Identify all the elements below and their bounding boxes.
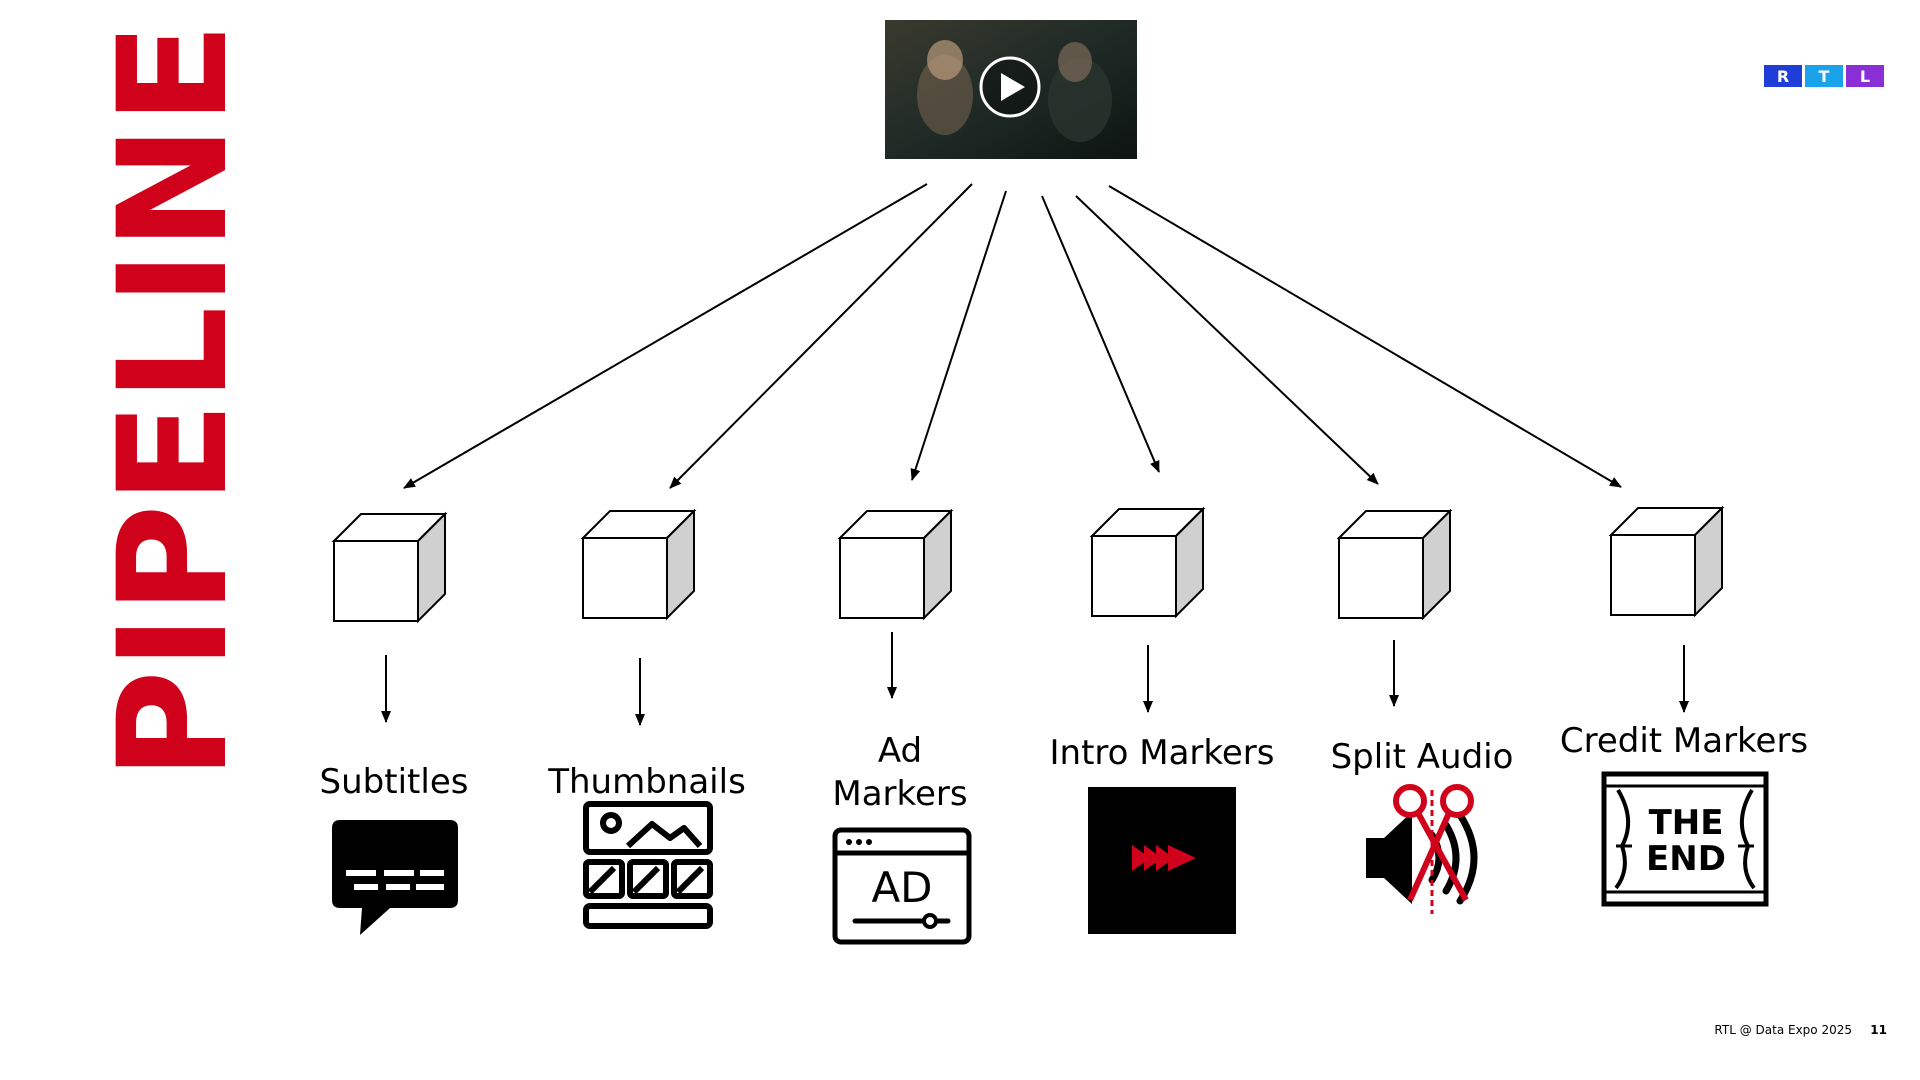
cube-front: [582, 537, 668, 619]
cube-front: [1610, 534, 1696, 616]
rtl-logo: R T L: [1764, 65, 1884, 87]
logo-box-l: [1846, 65, 1884, 87]
cube-5: [1336, 508, 1453, 621]
arrow-to-cube-1: [403, 183, 928, 489]
cube-side: [1422, 508, 1451, 621]
ad-icon-text: AD: [871, 863, 932, 912]
video-face-right: [1058, 42, 1092, 82]
video-thumbnail[interactable]: [885, 20, 1137, 159]
cube-front: [1091, 535, 1177, 617]
logo-box-t: [1805, 65, 1843, 87]
cube-side: [923, 508, 952, 621]
arrow-to-cube-3: [910, 190, 1007, 481]
video-figure-left: [917, 55, 973, 135]
ad-marker-icon: AD: [832, 827, 972, 945]
logo-letter-t: T: [1819, 67, 1830, 86]
logo-letter-l: L: [1860, 67, 1870, 86]
intro-marker-icon: [1088, 787, 1236, 934]
cube-3: [837, 508, 954, 621]
play-icon[interactable]: [979, 56, 1041, 118]
cube-front: [333, 540, 419, 622]
cube-side: [417, 511, 446, 624]
credit-markers-icon: THE END: [1601, 771, 1769, 907]
credit-icon-text-the: THE: [1649, 803, 1724, 843]
split-audio-icon: [1366, 784, 1478, 914]
cube-6: [1608, 505, 1725, 618]
cube-2: [580, 508, 697, 621]
credit-icon-text-end: END: [1646, 839, 1726, 879]
logo-letter-r: R: [1777, 67, 1789, 86]
video-figure-right: [1048, 58, 1112, 142]
cube-front: [839, 537, 925, 619]
output-label-ad-line1: Ad: [878, 731, 922, 771]
page-number: 11: [1870, 1023, 1887, 1037]
video-face-left: [927, 40, 963, 80]
cube-side: [1694, 505, 1723, 618]
output-label-split-audio: Split Audio: [1331, 737, 1514, 777]
logo-box-r: [1764, 65, 1802, 87]
page-title: PIPELINE: [87, 22, 261, 780]
subtitles-icon: [332, 820, 458, 935]
cube-front: [1338, 537, 1424, 619]
output-label-subtitles: Subtitles: [320, 762, 469, 802]
output-label-intro-markers: Intro Markers: [1050, 733, 1275, 773]
output-label-credit-markers: Credit Markers: [1560, 721, 1808, 761]
arrow-to-cube-2: [669, 183, 973, 489]
cube-4: [1089, 506, 1206, 619]
output-label-ad-line2: Markers: [832, 774, 967, 814]
down-arrows: [381, 632, 1689, 726]
thumbnails-icon: [583, 801, 713, 929]
cube-1: [331, 511, 448, 624]
processing-cubes: [331, 505, 1725, 624]
cube-side: [1175, 506, 1204, 619]
arrow-to-cube-4: [1041, 195, 1160, 473]
fan-out-arrows: [403, 183, 1622, 489]
cube-side: [666, 508, 695, 621]
footer-text: RTL @ Data Expo 2025: [1714, 1023, 1852, 1037]
output-label-thumbnails: Thumbnails: [547, 762, 746, 802]
arrow-to-cube-5: [1075, 195, 1379, 485]
arrow-to-cube-6: [1108, 185, 1622, 488]
